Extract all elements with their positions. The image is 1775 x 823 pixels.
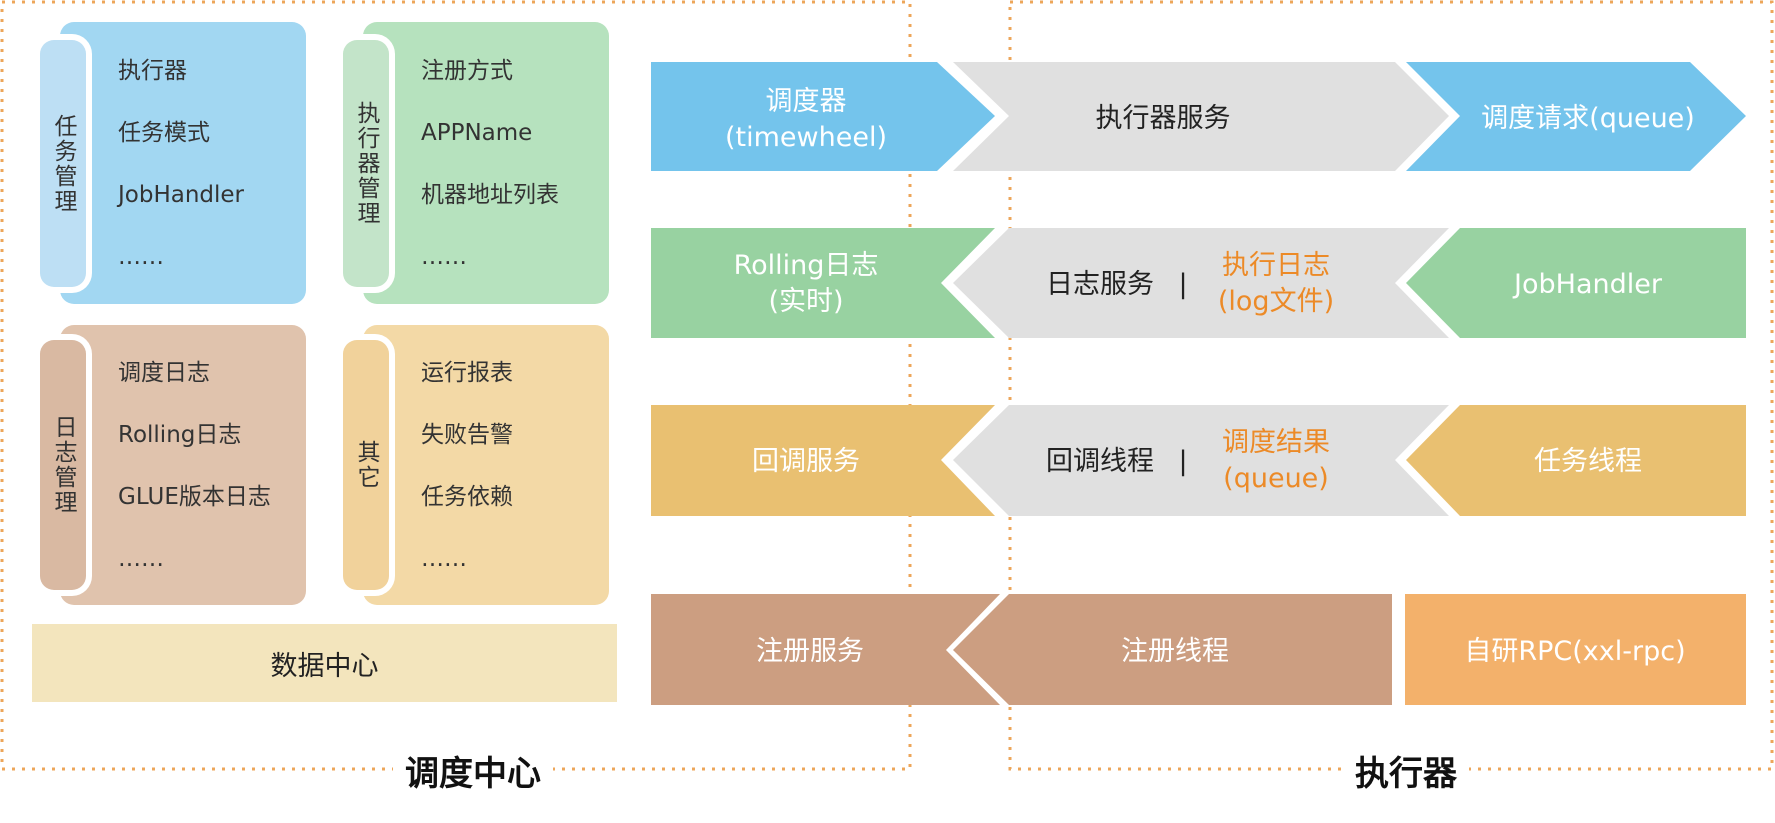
module-item: 任务模式 [118, 120, 210, 146]
flow-label: 注册线程 [1121, 636, 1229, 667]
flow-shape-register-thread [953, 594, 1392, 705]
module-item: 运行报表 [421, 360, 513, 386]
module-item: GLUE版本日志 [118, 484, 271, 510]
module-item: JobHandler [118, 182, 245, 208]
flow-label: 调度器 [766, 86, 847, 117]
flow-separator: | [1178, 269, 1187, 300]
flow-separator: | [1178, 446, 1187, 477]
module-tab-label: 日志管理 [50, 415, 76, 515]
flow-label: 任务线程 [1534, 446, 1642, 477]
flow-highlight-label: (queue) [1223, 463, 1329, 494]
module-tab: 其它 [343, 340, 389, 590]
flow-label: 自研RPC(xxl-rpc) [1464, 636, 1685, 667]
flow-shape-callback-service [651, 405, 995, 516]
module-item: 调度日志 [118, 360, 210, 386]
flow-highlight-label: 调度结果 [1222, 427, 1330, 458]
module-item: 注册方式 [421, 58, 513, 84]
module-tab-label: 其它 [353, 440, 379, 490]
flow-label: 注册服务 [756, 636, 864, 667]
module-item: Rolling日志 [118, 422, 242, 448]
flow-shape-callback-thread [953, 405, 1449, 516]
scheduler-center-border [0, 0, 912, 771]
module-item: 任务依赖 [421, 484, 513, 510]
flow-shape-rpc [1405, 594, 1746, 705]
module-item: APPName [421, 120, 533, 146]
flow-label: 回调线程 [1046, 446, 1154, 477]
flow-shape-rolling-log [651, 228, 995, 338]
flow-label: (实时) [768, 286, 843, 317]
flow-highlight-label: (log文件) [1218, 286, 1334, 317]
module-item: 失败告警 [421, 422, 513, 448]
flow-shape-executor-service [953, 62, 1449, 171]
flow-shape-schedule-request [1406, 62, 1746, 171]
flow-label: (timewheel) [725, 122, 887, 153]
module-item: …… [421, 546, 467, 572]
module-item: …… [118, 244, 164, 270]
flow-highlight-label: 执行日志 [1222, 250, 1330, 281]
module-tab-label: 任务管理 [50, 113, 76, 214]
flow-label: 调度请求(queue) [1481, 103, 1695, 134]
module-item: 执行器 [118, 58, 187, 84]
flow-shape-task-thread [1406, 405, 1746, 516]
module-item: …… [118, 546, 164, 572]
flow-label: 执行器服务 [1096, 103, 1231, 134]
flow-shape-jobhandler [1406, 228, 1746, 338]
module-item: …… [421, 244, 467, 270]
scheduler-center-title: 调度中心 [393, 746, 553, 795]
module-item: 机器地址列表 [421, 182, 559, 208]
data-center-box: 数据中心 [32, 624, 617, 702]
flow-shape-register-service [651, 594, 1000, 705]
flow-label: Rolling日志 [734, 250, 879, 281]
flow-label: 日志服务 [1046, 269, 1154, 300]
flow-label: JobHandler [1512, 269, 1663, 300]
flow-shape-scheduler [651, 62, 995, 171]
module-tab-label: 执行器管理 [353, 101, 379, 226]
module-tab: 执行器管理 [343, 40, 389, 287]
flow-shape-log-service [953, 228, 1449, 338]
flow-label: 回调服务 [752, 446, 860, 477]
executor-title: 执行器 [1343, 746, 1469, 795]
module-tab: 任务管理 [40, 40, 86, 287]
module-tab: 日志管理 [40, 340, 86, 590]
